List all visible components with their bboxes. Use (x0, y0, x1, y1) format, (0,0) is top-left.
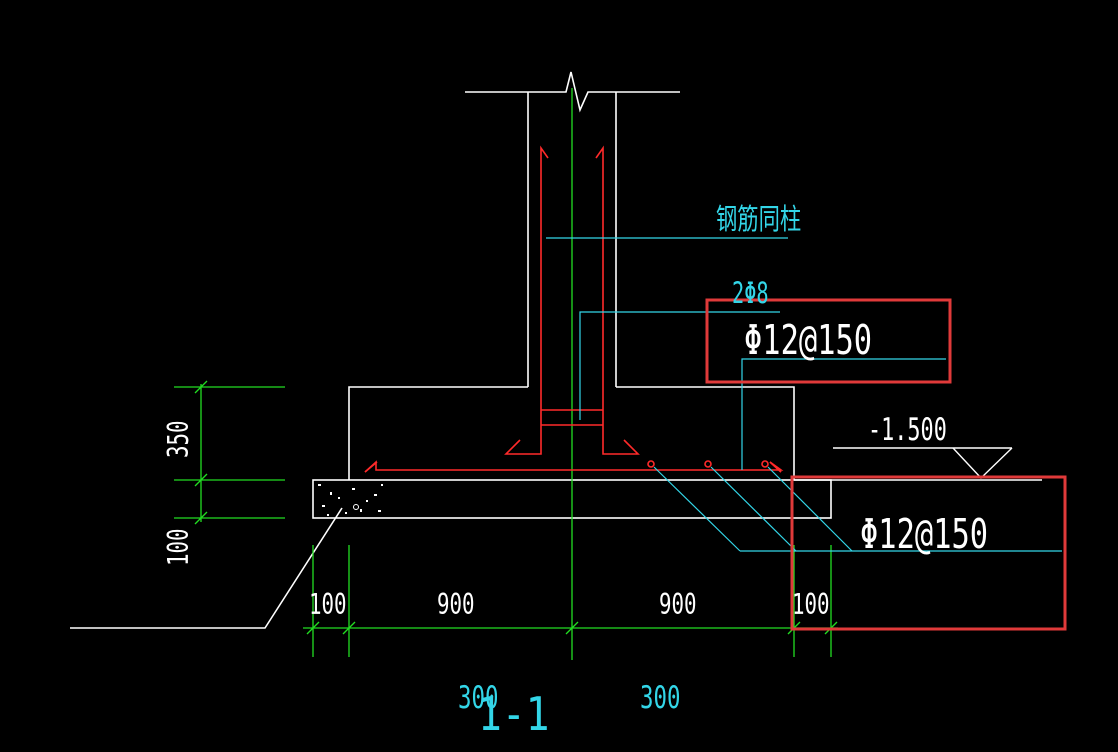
dim-height-100: 100 (162, 528, 195, 566)
leader-line-left (70, 507, 343, 629)
footing-bottom-bar (364, 460, 784, 473)
label-300-left: 300 (458, 681, 498, 716)
dim-900-left: 900 (437, 588, 475, 621)
dimension-lines (174, 88, 838, 660)
column-bar-left (504, 145, 549, 455)
footing-outline (348, 386, 528, 480)
label-rebar-bottom: Φ12@150 (860, 509, 988, 558)
dim-100-right: 100 (792, 588, 830, 621)
label-rebar-top: Φ12@150 (744, 315, 872, 364)
column-break-line (465, 71, 680, 113)
dim-900-right: 900 (659, 588, 697, 621)
elevation-marker (833, 447, 1013, 479)
column-bar-right (595, 145, 640, 455)
bar-section-2 (704, 460, 712, 468)
label-rebar-same-as-column: 钢筋同柱 (716, 203, 801, 237)
dim-100-left: 100 (309, 588, 347, 621)
highlight-box-top (705, 298, 952, 384)
concrete-hatch (318, 484, 383, 516)
footing-outline-right (616, 386, 795, 480)
label-stirrup: 2Φ8 (732, 276, 769, 310)
bar-section-1 (647, 460, 655, 468)
annotation-leaders (546, 237, 1062, 552)
highlight-box-bottom (790, 475, 1067, 631)
label-300-right: 300 (640, 681, 680, 716)
bar-section-3 (761, 460, 769, 468)
rebar (364, 145, 784, 473)
label-elevation: -1.500 (868, 412, 947, 448)
dim-height-350: 350 (162, 420, 195, 458)
section-mark: 1-1 (478, 688, 550, 742)
